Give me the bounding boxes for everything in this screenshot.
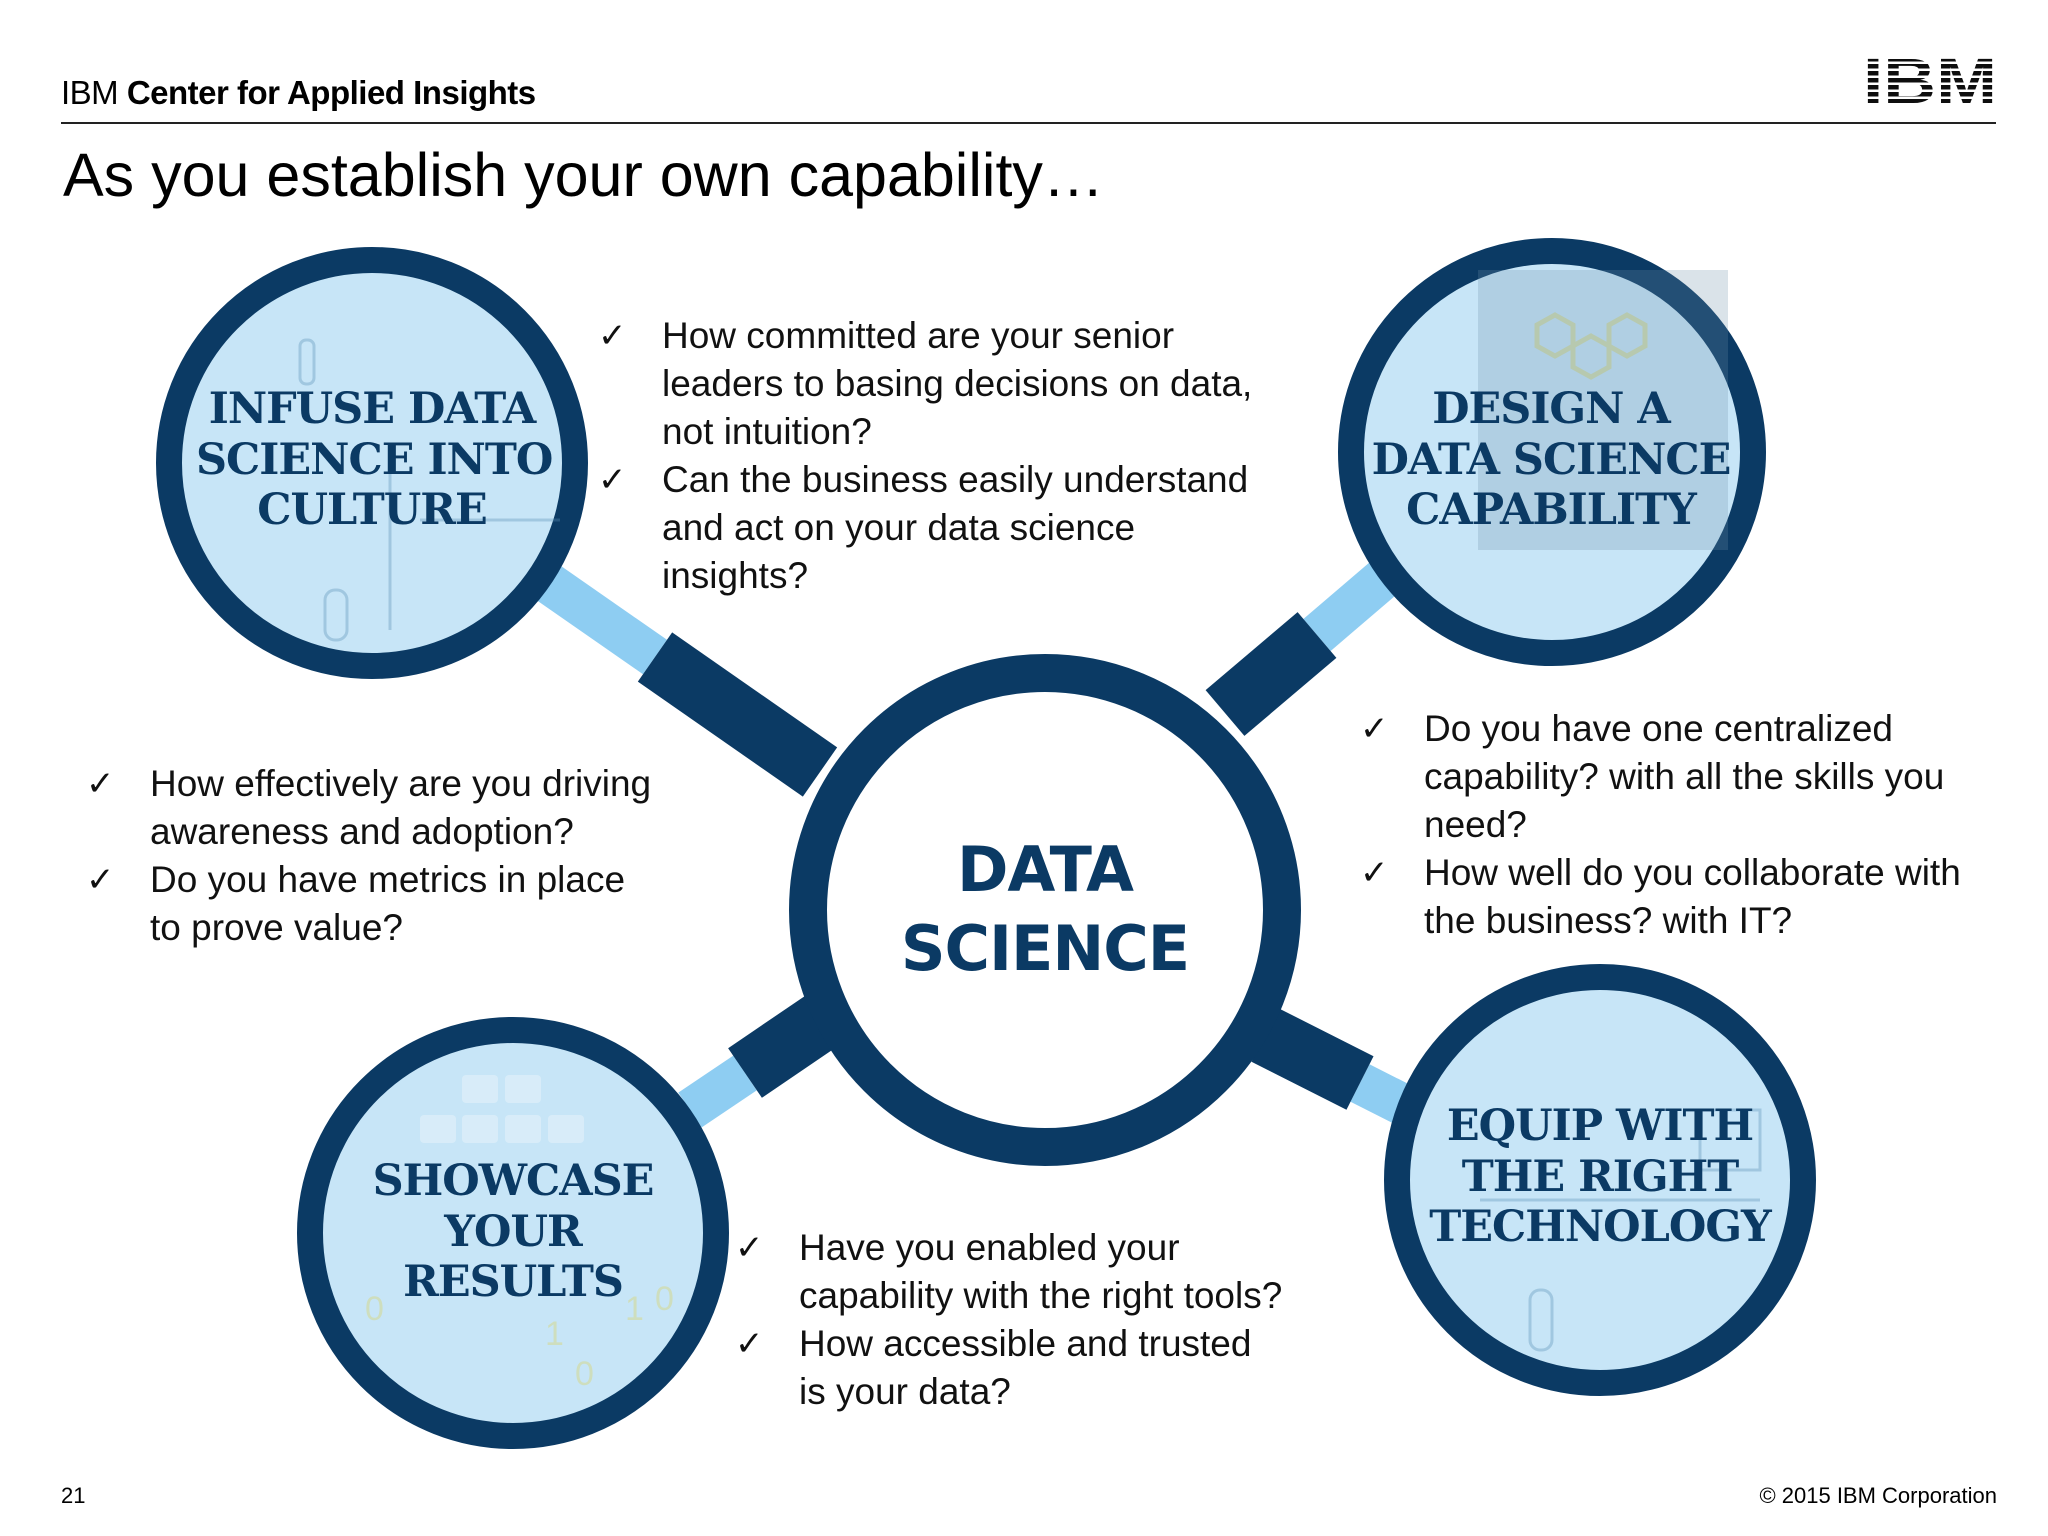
question-line: to prove value? [150, 904, 651, 952]
node-label-line: THE RIGHT [1420, 1152, 1780, 1203]
node-label-line: EQUIP WITH [1420, 1101, 1780, 1152]
svg-text:0: 0 [575, 1355, 594, 1393]
question-item: ✓ Do you have metrics in place to prove … [86, 856, 651, 952]
checkmark-icon: ✓ [735, 1320, 764, 1368]
page-number: 21 [61, 1483, 85, 1509]
svg-text:1: 1 [545, 1315, 564, 1353]
question-item: ✓ How committed are your senior leaders … [598, 312, 1252, 456]
question-line: Have you enabled your [799, 1224, 1282, 1272]
question-line: Do you have one centralized [1424, 705, 1961, 753]
question-line: How well do you collaborate with [1424, 849, 1961, 897]
node-label-line: DATA SCIENCE [1368, 435, 1734, 486]
question-line: leaders to basing decisions on data, [662, 360, 1252, 408]
node-label-capability: DESIGN A DATA SCIENCE CAPABILITY [1368, 384, 1734, 536]
node-label-line: RESULTS [345, 1257, 681, 1308]
question-line: How accessible and trusted [799, 1320, 1282, 1368]
checkmark-icon: ✓ [1360, 849, 1389, 897]
question-item: ✓ Can the business easily understand and… [598, 456, 1252, 600]
questions-technology: ✓ Have you enabled your capability with … [735, 1224, 1282, 1416]
checkmark-icon: ✓ [735, 1224, 764, 1272]
node-label-technology: EQUIP WITH THE RIGHT TECHNOLOGY [1420, 1101, 1780, 1253]
node-label-line: DESIGN A [1368, 384, 1734, 435]
node-label-culture: INFUSE DATA SCIENCE INTO CULTURE [196, 384, 548, 536]
node-label-line: CAPABILITY [1368, 485, 1734, 536]
spoke-top-left [530, 570, 820, 772]
question-line: is your data? [799, 1368, 1282, 1416]
center-label: DATA SCIENCE [855, 830, 1235, 989]
question-item: ✓ How well do you collaborate with the b… [1360, 849, 1961, 945]
checkmark-icon: ✓ [1360, 705, 1389, 753]
questions-capability: ✓ Do you have one centralized capability… [1360, 705, 1961, 945]
question-line: awareness and adoption? [150, 808, 651, 856]
node-label-line: YOUR [345, 1207, 681, 1258]
question-line: insights? [662, 552, 1252, 600]
node-label-results: SHOWCASE YOUR RESULTS [345, 1156, 681, 1308]
questions-culture: ✓ How committed are your senior leaders … [598, 312, 1252, 600]
node-label-line: SHOWCASE [345, 1156, 681, 1207]
question-line: not intuition? [662, 408, 1252, 456]
question-line: capability? with all the skills you [1424, 753, 1961, 801]
checkmark-icon: ✓ [86, 760, 115, 808]
question-line: capability with the right tools? [799, 1272, 1282, 1320]
question-line: need? [1424, 801, 1961, 849]
checkmark-icon: ✓ [598, 456, 627, 504]
node-label-line: CULTURE [196, 485, 548, 536]
node-label-line: INFUSE DATA [196, 384, 548, 435]
question-line: the business? with IT? [1424, 897, 1961, 945]
checkmark-icon: ✓ [598, 312, 627, 360]
question-line: How effectively are you driving [150, 760, 651, 808]
checkmark-icon: ✓ [86, 856, 115, 904]
node-label-line: SCIENCE INTO [196, 435, 548, 486]
question-item: ✓ How effectively are you driving awaren… [86, 760, 651, 856]
question-line: Do you have metrics in place [150, 856, 651, 904]
question-item: ✓ Do you have one centralized capability… [1360, 705, 1961, 849]
question-line: Can the business easily understand [662, 456, 1252, 504]
question-item: ✓ Have you enabled your capability with … [735, 1224, 1282, 1320]
question-item: ✓ How accessible and trusted is your dat… [735, 1320, 1282, 1416]
center-label-line: SCIENCE [855, 909, 1235, 988]
question-line: and act on your data science [662, 504, 1252, 552]
questions-results: ✓ How effectively are you driving awaren… [86, 760, 651, 952]
question-line: How committed are your senior [662, 312, 1252, 360]
copyright-notice: © 2015 IBM Corporation [1759, 1483, 1997, 1509]
center-label-line: DATA [855, 830, 1235, 909]
node-label-line: TECHNOLOGY [1420, 1202, 1780, 1253]
